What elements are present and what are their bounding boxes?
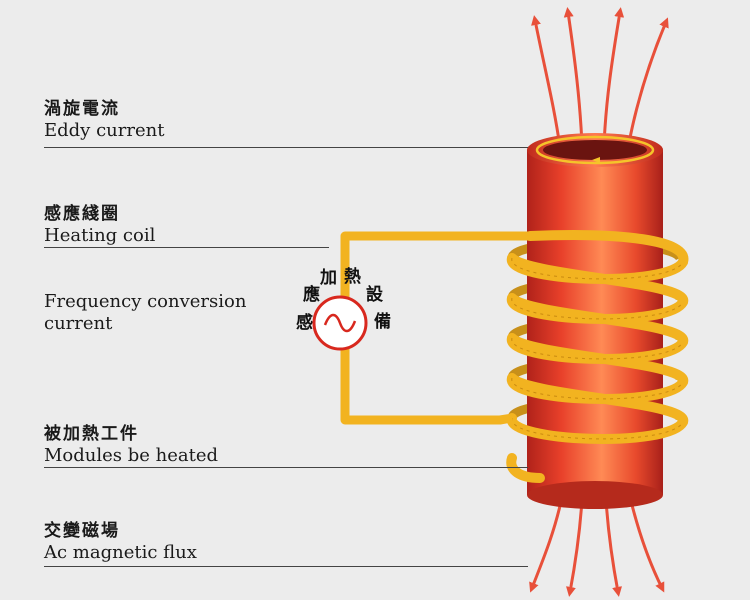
leader-line	[44, 566, 528, 567]
flux-arrow	[604, 499, 622, 597]
flux-arrow	[563, 7, 584, 146]
eddy-current-ring	[535, 135, 655, 165]
label-frequency-conversion: Frequency conversion current	[44, 291, 246, 335]
flux-arrow	[566, 499, 584, 597]
label-en: Modules be heated	[44, 445, 219, 466]
device-char: 設	[366, 284, 384, 305]
flux-arrows-top	[531, 7, 669, 149]
flux-arrow	[626, 17, 669, 149]
flux-arrow	[628, 496, 665, 593]
label-magnetic-flux: 交變磁場 Ac magnetic flux	[44, 520, 197, 564]
label-modules-heated: 被加熱工件 Modules be heated	[44, 423, 218, 467]
device-char: 備	[374, 311, 391, 332]
flux-arrows-bottom	[529, 496, 665, 597]
leader-line	[44, 247, 329, 248]
leader-line	[44, 147, 528, 148]
label-eddy-current: 渦旋電流 Eddy current	[44, 98, 164, 142]
device-char: 應	[303, 284, 320, 305]
label-en: Eddy current	[44, 120, 165, 141]
flux-arrow	[529, 496, 564, 593]
flux-arrow	[531, 15, 562, 149]
ac-wave-icon	[323, 313, 357, 333]
frequency-device: 感 應 加 熱 設 備	[296, 266, 391, 351]
label-zh: 感應綫圈	[44, 204, 120, 224]
leader-line	[44, 467, 528, 468]
heating-coil-texture	[511, 257, 684, 440]
heating-coil	[506, 230, 689, 483]
label-zh: 被加熱工件	[44, 424, 139, 444]
label-zh: 渦旋電流	[44, 99, 120, 119]
label-en: Ac magnetic flux	[44, 542, 197, 563]
device-char: 感	[296, 312, 313, 333]
label-en-line2: current	[44, 313, 113, 334]
label-en: Heating coil	[44, 225, 156, 246]
device-char: 熱	[344, 266, 361, 287]
label-heating-coil: 感應綫圈 Heating coil	[44, 203, 155, 247]
device-char: 加	[319, 268, 337, 288]
label-zh: 交變磁場	[44, 521, 120, 541]
flux-arrow	[602, 7, 625, 146]
label-en-line1: Frequency conversion	[44, 291, 247, 312]
coil-leads	[340, 231, 530, 425]
